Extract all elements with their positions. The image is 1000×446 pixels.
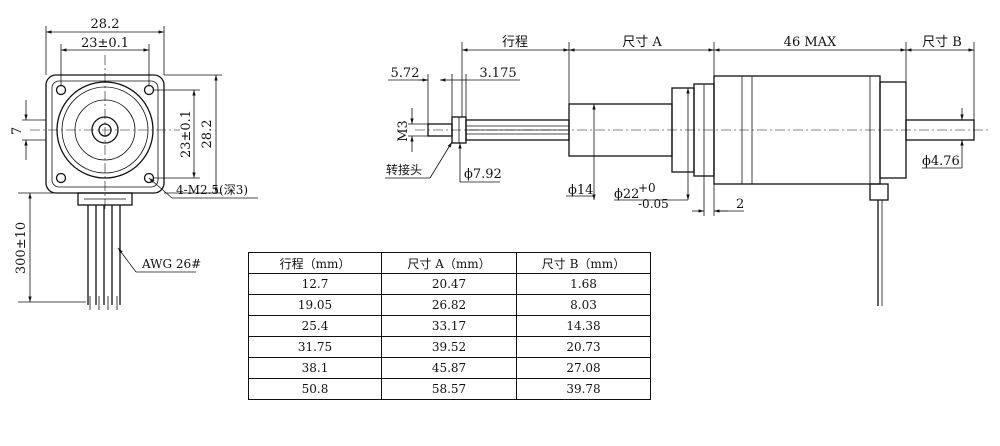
table-cell: 39.52: [381, 336, 517, 358]
dim-pilot-tol-upper: +0: [638, 181, 656, 195]
dim-pilot-len: 2: [736, 197, 744, 212]
label-adapter: 转接头: [386, 162, 422, 177]
table-cell: 14.38: [516, 315, 651, 337]
table-header-row: 行程（mm）尺寸 A（mm）尺寸 B（mm）: [248, 252, 651, 274]
dim-center-offset: 7: [10, 127, 25, 135]
label-wire-gauge: AWG 26#: [141, 257, 201, 271]
dim-d2: 3.175: [479, 66, 516, 81]
dim-d1: 5.72: [391, 66, 420, 81]
dim-stroke: 行程: [502, 35, 528, 50]
dim-lead-length: 300±10: [14, 222, 29, 274]
table-cell: 31.75: [248, 336, 382, 358]
dim-a: 尺寸 A: [622, 35, 662, 50]
table-cell: 50.8: [248, 378, 382, 400]
table-cell: 8.03: [516, 294, 651, 316]
table-cell: 33.17: [381, 315, 517, 337]
table-cell: 12.7: [248, 273, 382, 295]
dim-nut-dia: ϕ14: [568, 183, 593, 198]
table-cell: 45.87: [381, 357, 517, 379]
table-cell: 19.05: [248, 294, 382, 316]
table-header-cell: 尺寸 A（mm）: [381, 252, 517, 274]
table-cell: 20.73: [516, 336, 651, 358]
dim-pilot-tol-lower: -0.05: [638, 197, 669, 211]
connector: [77, 192, 133, 206]
dim-hole-spacing-y: 23±0.1: [179, 110, 194, 158]
dim-hole-spacing-x: 23±0.1: [81, 36, 129, 51]
label-mount-holes: 4-M2.5(深3): [176, 183, 248, 197]
table-cell: 20.47: [381, 273, 517, 295]
table-cell: 26.82: [381, 294, 517, 316]
dim-width-overall: 28.2: [91, 17, 120, 32]
table-header-cell: 尺寸 B（mm）: [516, 252, 651, 274]
dim-adapter-dia: ϕ7.92: [464, 167, 502, 182]
table-cell: 58.57: [381, 378, 517, 400]
dim-pilot-dia: ϕ22: [614, 187, 639, 202]
side-view: 行程 尺寸 A 46 MAX 尺寸 B 5.72 3.175 M3 转接头 ϕ7…: [385, 35, 990, 306]
table-cell: 39.78: [516, 378, 651, 400]
table-cell: 38.1: [248, 357, 382, 379]
dim-height-overall: 28.2: [200, 120, 215, 149]
table-header-cell: 行程（mm）: [248, 252, 382, 274]
front-view: 28.2 23±0.1 28.2 23±0.1 7 300±10 4-M2.5(…: [10, 17, 258, 310]
dim-thread: M3: [396, 120, 411, 142]
table-cell: 1.68: [516, 273, 651, 295]
lead-wires: [87, 205, 121, 310]
dim-shaft-dia: ϕ4.76: [922, 154, 960, 169]
table-cell: 27.08: [516, 357, 651, 379]
dim-b: 尺寸 B: [922, 35, 962, 50]
rear-shaft: [905, 119, 975, 141]
table-cell: 25.4: [248, 315, 382, 337]
dim-max-len: 46 MAX: [784, 35, 837, 50]
